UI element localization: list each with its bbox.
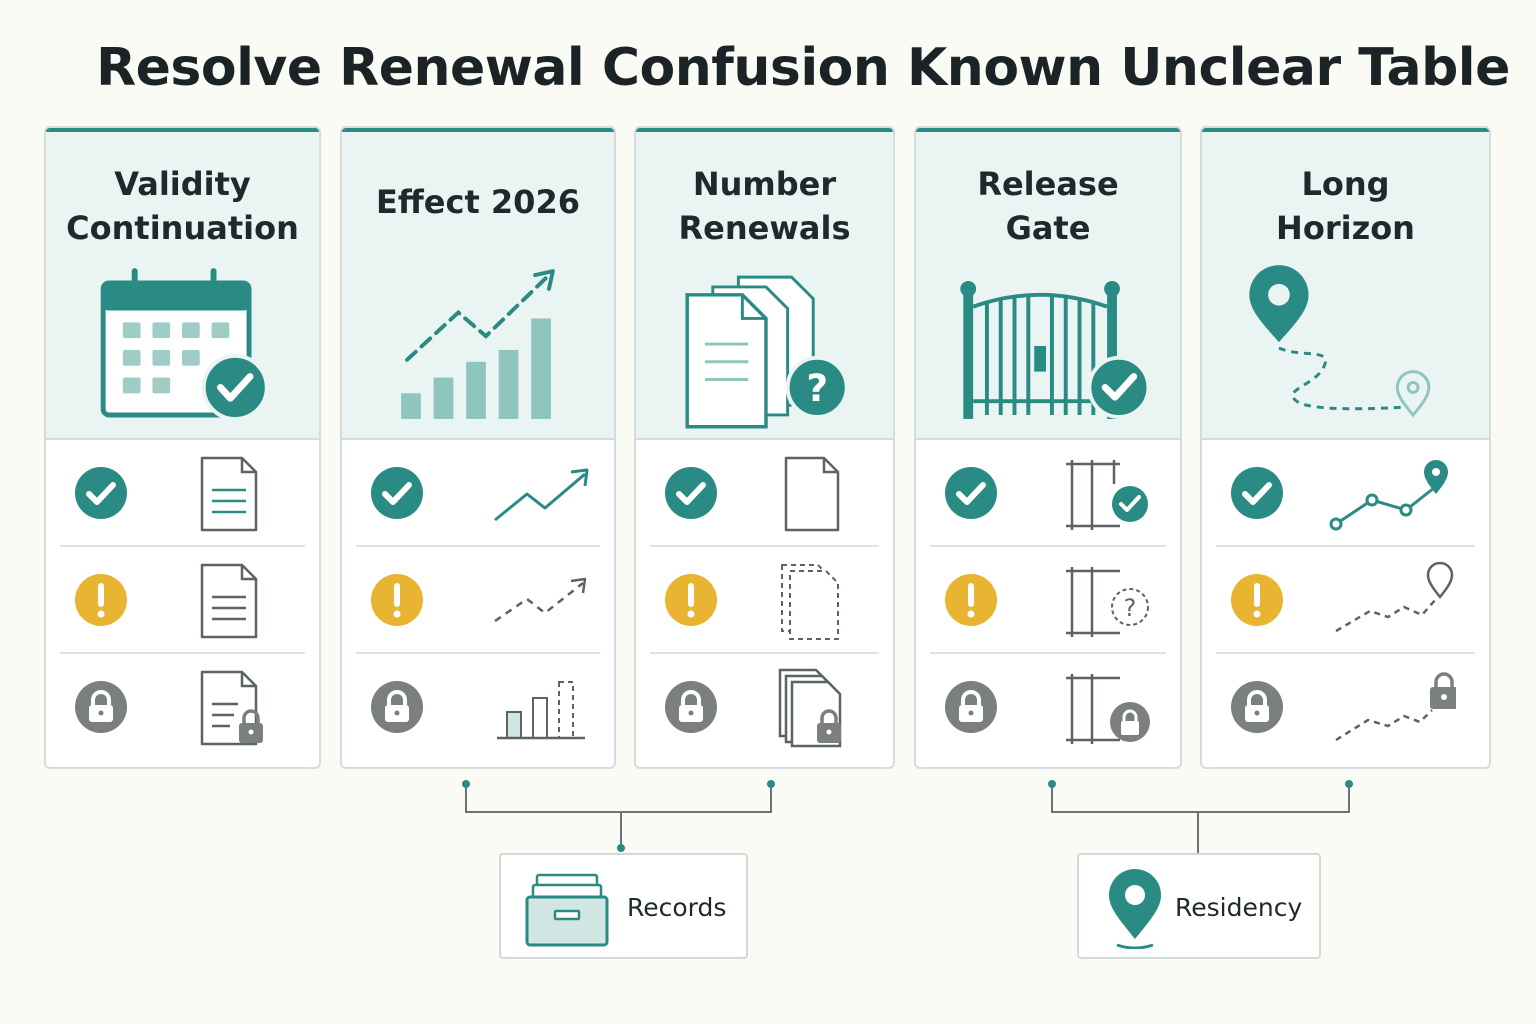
lock-circle-icon	[665, 681, 717, 733]
column-title: Long Horizon	[1202, 162, 1489, 250]
column-header: Release Gate	[916, 128, 1180, 440]
table-row	[930, 654, 1166, 759]
lock-circle-icon	[1231, 681, 1283, 733]
check-circle-icon	[665, 467, 717, 519]
document-lock-icon	[200, 670, 263, 746]
documents-question-icon: ?	[685, 275, 849, 429]
column-header: Number Renewals ?	[636, 128, 893, 440]
table-row	[1216, 547, 1475, 654]
route-pin-icon	[1329, 460, 1448, 531]
page-title: Resolve Renewal Confusion Known Unclear …	[96, 38, 1510, 98]
map-route-icon	[1249, 265, 1431, 418]
dashed-route-pin-icon	[1335, 561, 1454, 633]
status-rows	[1202, 440, 1489, 767]
gate-check-icon	[960, 281, 1151, 419]
table-row	[1216, 654, 1475, 759]
column-title-line: Number	[692, 165, 837, 203]
document-icon	[200, 456, 258, 532]
table-row	[60, 547, 305, 654]
check-circle-icon	[945, 467, 997, 519]
warning-circle-icon	[1231, 574, 1283, 626]
residency-label: Residency	[1175, 893, 1303, 922]
table-row	[356, 440, 600, 547]
trend-up-icon	[494, 468, 589, 522]
status-rows: ?	[916, 440, 1180, 767]
column-title-line: Release	[977, 165, 1119, 203]
lock-circle-icon	[371, 681, 423, 733]
bar-chart-trend-icon	[401, 269, 555, 419]
document-icon	[200, 563, 258, 639]
status-rows	[636, 440, 893, 767]
column-title-line: Renewals	[678, 209, 851, 247]
check-circle-icon	[1231, 467, 1283, 519]
column-title: Release Gate	[916, 162, 1180, 250]
column-header: Validity Continuation	[46, 128, 319, 440]
column-title-line: Effect 2026	[376, 183, 580, 221]
gate-lock-icon	[1066, 674, 1150, 744]
lock-circle-icon	[75, 681, 127, 733]
table-row	[356, 547, 600, 654]
table-row	[650, 440, 879, 547]
svg-text:?: ?	[1124, 594, 1137, 622]
warning-circle-icon	[75, 574, 127, 626]
stacked-pages-lock-icon	[778, 668, 842, 748]
column-title-line: Gate	[1005, 209, 1091, 247]
table-row	[650, 547, 879, 654]
warning-circle-icon	[371, 574, 423, 626]
column-title: Number Renewals	[636, 162, 893, 250]
page-icon	[784, 456, 840, 532]
location-pin-icon	[1109, 869, 1161, 949]
column-header: Effect 2026	[342, 128, 614, 440]
table-row	[1216, 440, 1475, 547]
table-row	[356, 654, 600, 759]
svg-text:?: ?	[806, 366, 828, 410]
column-title: Validity Continuation	[46, 162, 319, 250]
gate-question-icon: ?	[1066, 567, 1149, 637]
column-title-line: Validity	[114, 165, 251, 203]
column-release-gate: Release Gate ?	[914, 126, 1182, 769]
records-label: Records	[627, 893, 727, 922]
file-box-icon	[525, 873, 609, 947]
table-row	[60, 654, 305, 759]
column-number-renewals: Number Renewals ?	[634, 126, 895, 769]
table-row	[650, 654, 879, 759]
column-title: Effect 2026	[342, 180, 614, 224]
column-effect-2026: Effect 2026	[340, 126, 616, 769]
table-row	[930, 440, 1166, 547]
dashed-route-lock-icon	[1335, 672, 1456, 742]
warning-circle-icon	[665, 574, 717, 626]
status-rows	[342, 440, 614, 767]
check-circle-icon	[371, 467, 423, 519]
table-row	[60, 440, 305, 547]
column-validity-continuation: Validity Continuation	[44, 126, 321, 769]
column-title-line: Continuation	[66, 209, 299, 247]
bar-chart-icon	[497, 681, 585, 740]
check-circle-icon	[75, 467, 127, 519]
table-row: ?	[930, 547, 1166, 654]
residency-tag: Residency	[1077, 853, 1321, 959]
column-header: Long Horizon	[1202, 128, 1489, 440]
warning-circle-icon	[945, 574, 997, 626]
status-rows	[46, 440, 319, 767]
lock-circle-icon	[945, 681, 997, 733]
column-title-line: Long	[1301, 165, 1390, 203]
dashed-trend-icon	[494, 577, 587, 623]
gate-check-icon	[1066, 460, 1148, 530]
records-tag: Records	[499, 853, 748, 959]
calendar-check-icon	[100, 268, 269, 421]
column-long-horizon: Long Horizon	[1200, 126, 1491, 769]
column-title-line: Horizon	[1276, 209, 1415, 247]
dashed-pages-icon	[781, 564, 839, 640]
